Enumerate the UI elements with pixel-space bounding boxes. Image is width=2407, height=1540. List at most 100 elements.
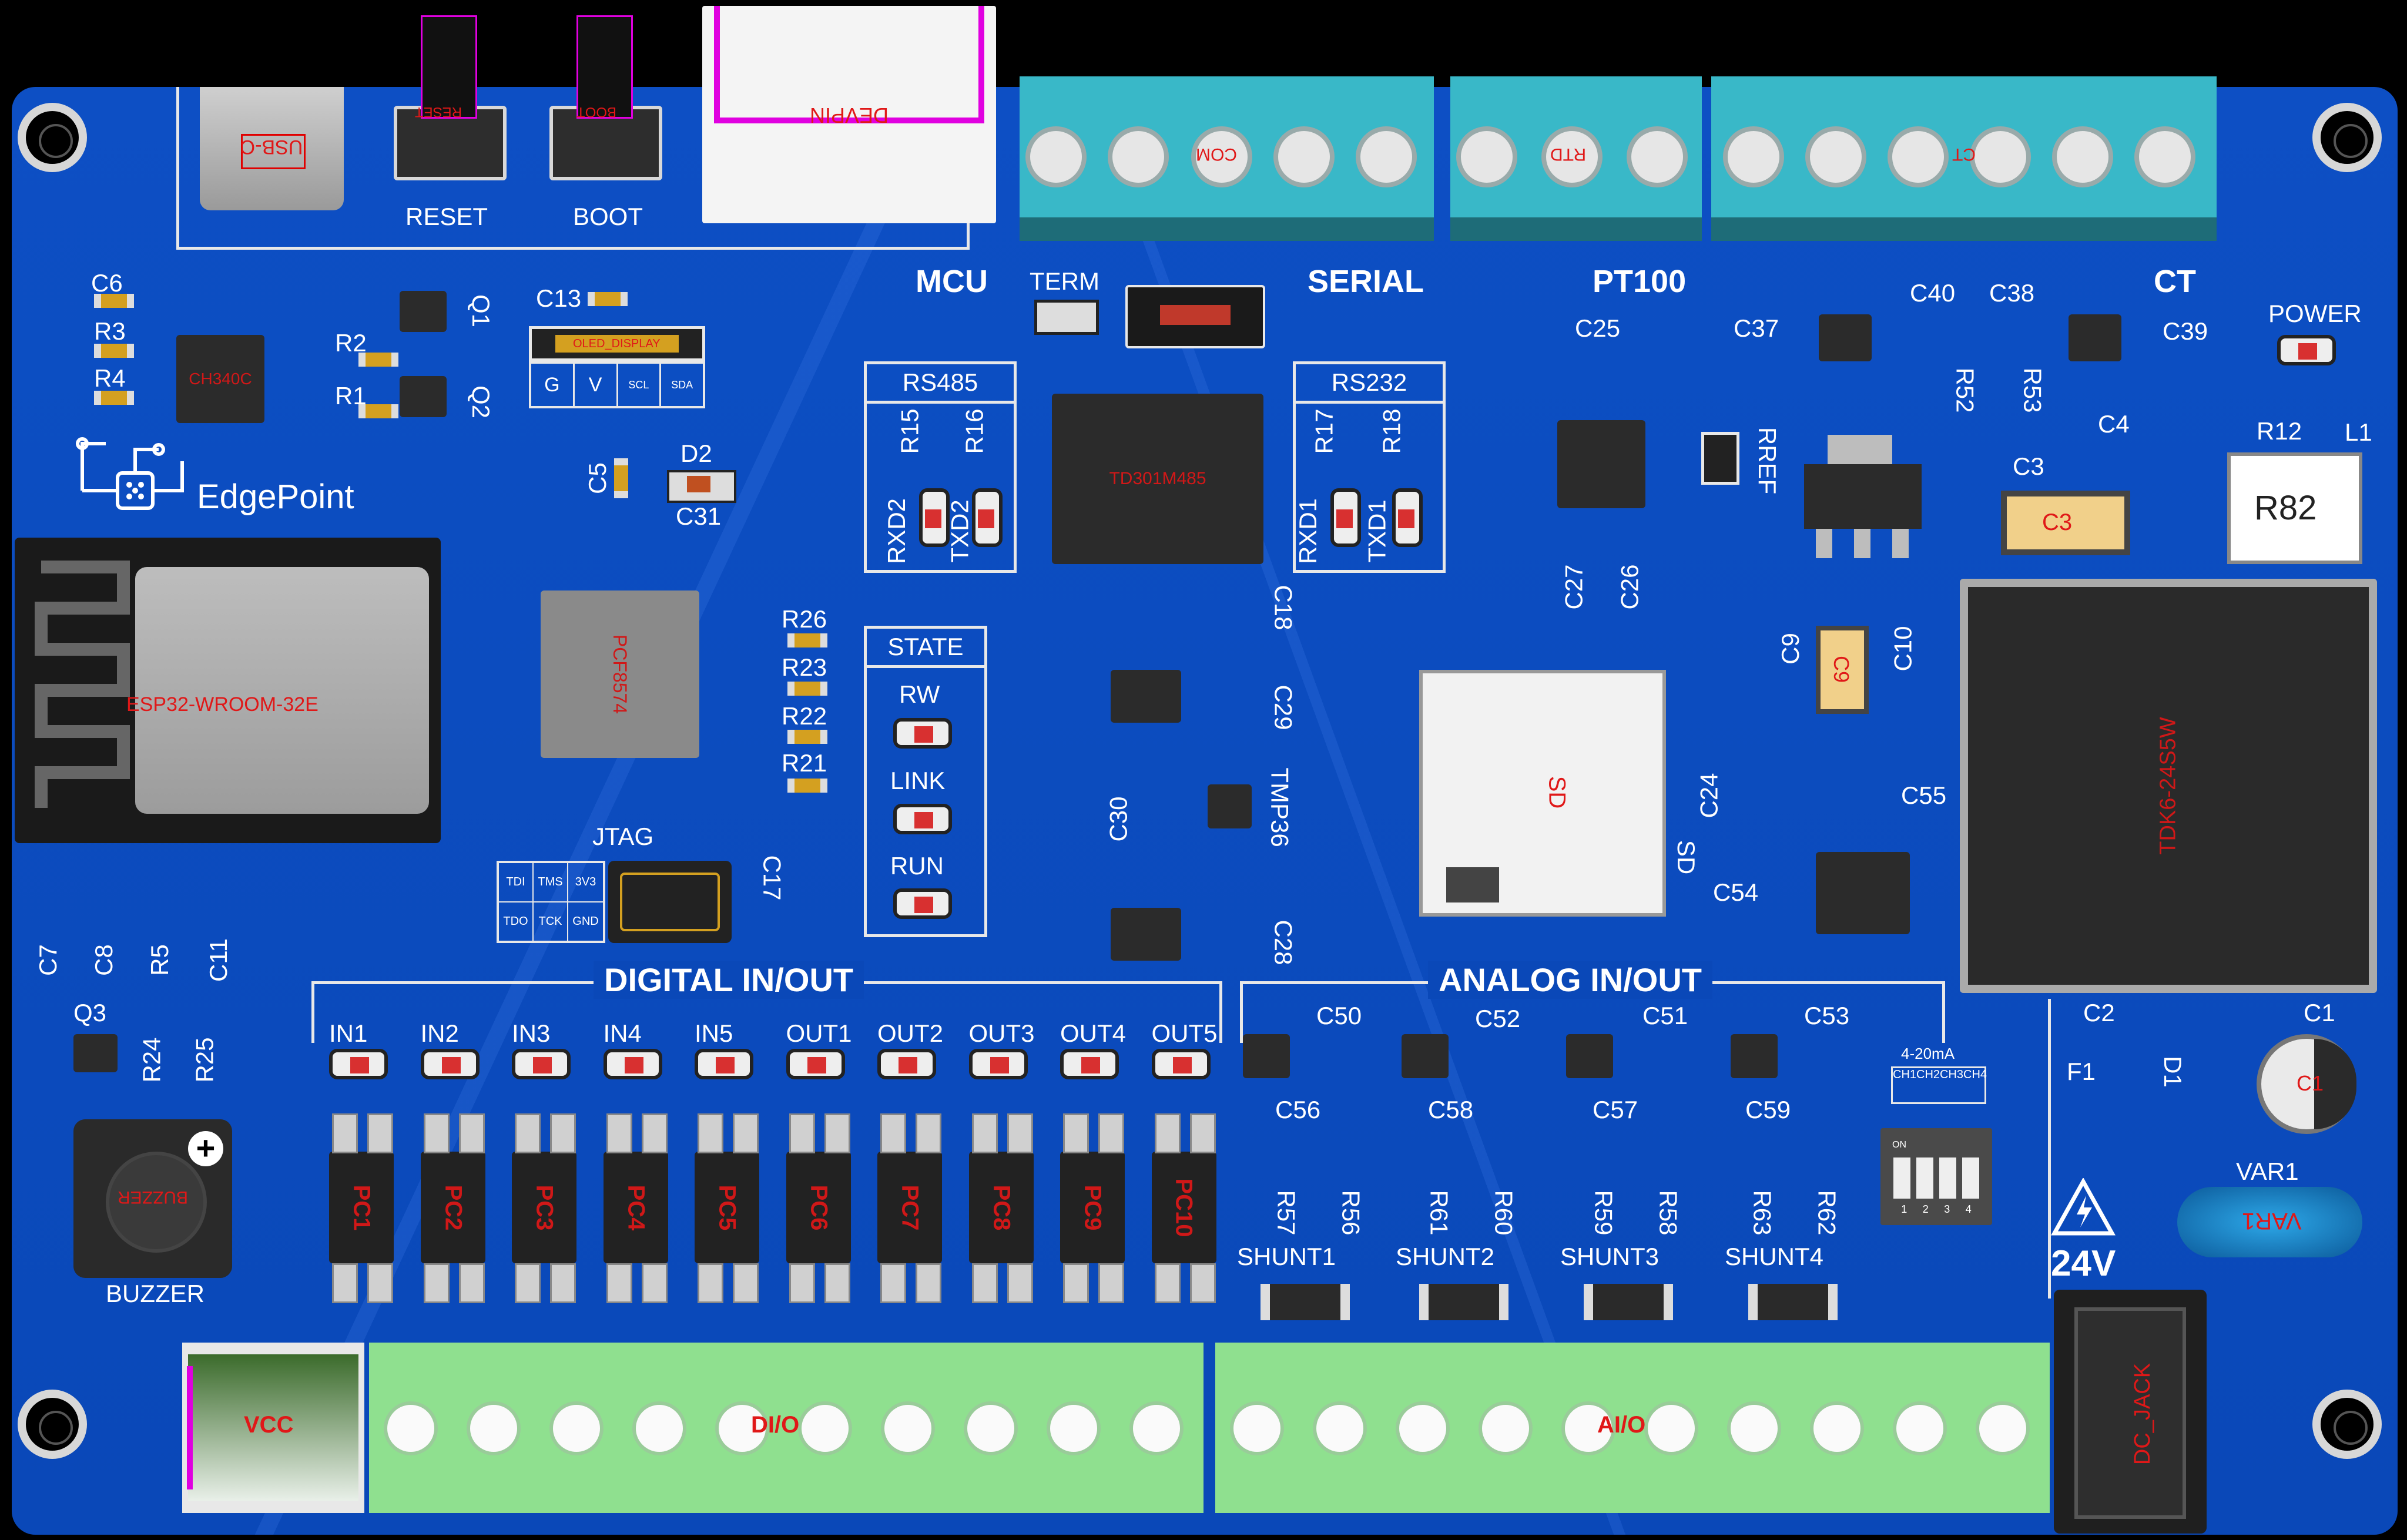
vcc-terminal[interactable]: VCC (182, 1343, 364, 1513)
c26-label: C26 (1615, 564, 1644, 610)
jtag-header[interactable] (608, 861, 732, 943)
optocoupler-label: PC10 (1171, 1177, 1197, 1237)
term-switch[interactable] (1125, 285, 1265, 348)
power-led-label: POWER (2268, 300, 2362, 327)
optocoupler: PC3 (512, 1152, 576, 1263)
reset-button[interactable]: RESET (394, 15, 507, 180)
c54-label: C54 (1713, 878, 1759, 906)
power-input-outline (2048, 999, 2380, 1299)
boot-button[interactable]: BOOT (549, 15, 662, 180)
r18-label: R18 (1377, 408, 1406, 454)
terminal-screw[interactable] (384, 1401, 438, 1455)
dip-title: 4-20mA (1901, 1045, 1955, 1062)
optocoupler-pin (1189, 1113, 1216, 1153)
optocoupler-label: PC4 (623, 1185, 649, 1230)
jtag-tdo: TDO (499, 902, 534, 941)
terminal-screw[interactable] (881, 1401, 935, 1455)
optocoupler-pin (698, 1263, 723, 1303)
devpin-connector[interactable]: DEVPIN (702, 6, 996, 223)
terminal-screw[interactable] (632, 1401, 686, 1455)
terminal-screw[interactable] (1230, 1401, 1284, 1455)
terminal-screw[interactable] (467, 1401, 521, 1455)
serial-terminal[interactable]: COM (1020, 76, 1434, 241)
jtag-gnd: GND (572, 915, 599, 928)
terminal-screw[interactable] (1976, 1401, 2030, 1455)
optocoupler-pin (550, 1113, 576, 1153)
esp32-module[interactable]: ESP32-WROOM-32E (15, 538, 441, 843)
terminal-screw[interactable] (1047, 1401, 1101, 1455)
dio-terminal[interactable]: DI/O (369, 1343, 1204, 1513)
c40-label: C40 (1910, 279, 1956, 307)
rw-label: RW (899, 680, 940, 708)
c52-label: C52 (1475, 1005, 1521, 1032)
digital-led-label: OUT4 (1060, 1019, 1127, 1047)
optocoupler: PC7 (877, 1152, 942, 1263)
dip-ch1: CH1 (1893, 1068, 1917, 1081)
term-title: TERM (1030, 267, 1099, 295)
r52-label: R52 (1951, 367, 1979, 413)
term-jumper[interactable] (1034, 300, 1099, 335)
shunt-resistor (1261, 1284, 1350, 1320)
sd-card-slot[interactable]: SD (1419, 670, 1666, 917)
terminal-screw[interactable] (1727, 1401, 1781, 1455)
r4-label: R4 (94, 364, 126, 392)
terminal-screw[interactable] (715, 1401, 769, 1455)
terminal-screw[interactable] (1810, 1401, 1864, 1455)
terminal-screw[interactable] (1644, 1401, 1698, 1455)
dip-channel-labels: CH1 CH2 CH3 CH4 (1891, 1066, 1987, 1104)
dip-num-1: 1 (1901, 1203, 1908, 1215)
optocoupler-pin (641, 1113, 668, 1153)
dip-switch[interactable]: ON 1 2 3 4 (1880, 1128, 1992, 1225)
shunt-label: SHUNT3 (1560, 1243, 1660, 1270)
usb-uart-chip: CH340C (176, 335, 264, 423)
dc-jack-label: DC_JACK (2130, 1363, 2155, 1465)
digital-title: DIGITAL IN/OUT (594, 961, 864, 999)
digital-status-led (695, 1049, 753, 1079)
shunt-label: SHUNT2 (1396, 1243, 1495, 1270)
c4-label: C4 (2098, 410, 2130, 438)
dc-jack[interactable]: DC_JACK (2054, 1290, 2207, 1534)
ic-u2 (1111, 908, 1181, 961)
optocoupler-pin (971, 1113, 998, 1153)
digital-led-label: IN4 (603, 1019, 642, 1047)
optocoupler-pin (880, 1113, 906, 1153)
usb-c-connector[interactable]: USB-C (200, 87, 344, 210)
ct-terminal[interactable]: CT (1711, 76, 2217, 241)
rtd-terminal[interactable]: RTD (1450, 76, 1702, 241)
txd1-label: TXD1 (1363, 499, 1391, 563)
optocoupler-pin (458, 1263, 485, 1303)
optocoupler-pin (332, 1113, 358, 1153)
oled-label: OLED_DISPLAY (573, 337, 661, 350)
digital-status-led (420, 1049, 480, 1079)
terminal-screw[interactable] (549, 1401, 604, 1455)
c51-label: C51 (1642, 1002, 1688, 1029)
terminal-screw[interactable] (1313, 1401, 1367, 1455)
oled-display-header[interactable]: OLED_DISPLAY G V SCL SDA (529, 326, 705, 408)
oled-pin-sda: SDA (671, 379, 693, 391)
aio-terminal[interactable]: AI/O (1215, 1343, 2050, 1513)
terminal-screw[interactable] (1129, 1401, 1184, 1455)
rtd-label: RTD (1550, 145, 1587, 164)
terminal-screw[interactable] (1561, 1401, 1615, 1455)
digital-status-led (329, 1049, 388, 1079)
c10-label: C10 (1889, 626, 1917, 672)
r21-label: R21 (782, 749, 827, 777)
c29-label: C29 (1269, 685, 1298, 730)
c2-label: C2 (2083, 999, 2115, 1026)
terminal-screw[interactable] (1893, 1401, 1947, 1455)
optocoupler-pin (1063, 1113, 1089, 1153)
dip-on-label: ON (1892, 1140, 1906, 1150)
optocoupler-pin (458, 1113, 485, 1153)
terminal-screw[interactable] (1396, 1401, 1450, 1455)
terminal-screw[interactable] (798, 1401, 852, 1455)
r17-label: R17 (1310, 408, 1338, 454)
optocoupler-pin (971, 1263, 998, 1303)
digital-led-label: IN3 (512, 1019, 551, 1047)
terminal-screw[interactable] (1479, 1401, 1533, 1455)
optocoupler: PC2 (420, 1152, 485, 1263)
txd2-led (972, 488, 1003, 547)
terminal-screw[interactable] (964, 1401, 1018, 1455)
c9-chip-label: C9 (1829, 655, 1854, 683)
digital-led-label: OUT3 (968, 1019, 1035, 1047)
jtag-3v3: 3V3 (568, 863, 603, 902)
